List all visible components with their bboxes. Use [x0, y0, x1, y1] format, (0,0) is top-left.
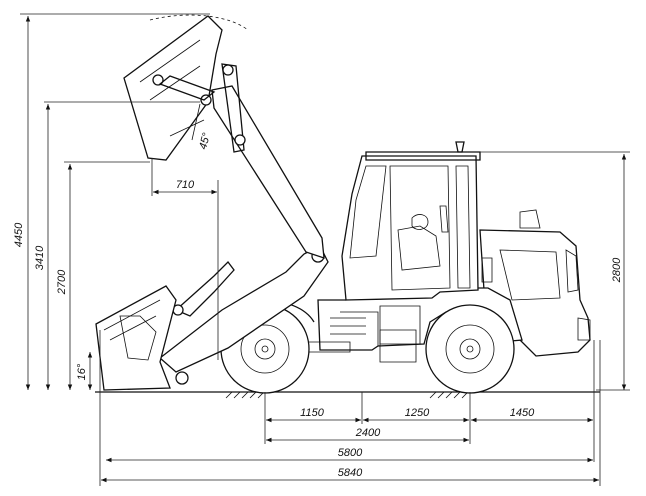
- dim-extension-lines: [99, 330, 601, 486]
- dim-label-2800: 2800: [611, 257, 623, 283]
- dim-height-dump: 2700: [56, 161, 150, 390]
- dim-label-710: 710: [176, 179, 195, 191]
- dim-label-5840: 5840: [338, 467, 363, 479]
- dim-rear-overhang: 1450: [471, 407, 593, 423]
- dim-reach-dump: 710: [151, 158, 219, 360]
- dim-label-5800: 5800: [338, 447, 363, 459]
- dim-angle-rollback: 16°: [76, 352, 93, 390]
- dim-length-total: 5840: [101, 467, 599, 483]
- rear-wheel: [425, 304, 515, 394]
- dim-height-cab: 2800: [480, 151, 630, 391]
- dim-label-1150: 1150: [300, 407, 325, 419]
- loader-arm-raised: [211, 63, 325, 259]
- dim-label-4450: 4450: [13, 222, 25, 247]
- bucket-raised: [123, 15, 223, 161]
- bucket-lowered: [95, 285, 177, 391]
- dim-wheelbase: 2400: [266, 427, 469, 443]
- ground-line: [95, 391, 600, 399]
- dim-label-1450: 1450: [510, 407, 535, 419]
- dim-hinge-to-rear: 1250: [363, 407, 469, 423]
- dump-angle-lines: [169, 103, 205, 141]
- dim-label-16: 16°: [76, 363, 88, 380]
- dim-label-1250: 1250: [405, 407, 430, 419]
- dim-front-to-hinge: 1150: [266, 407, 361, 423]
- dim-height-hinge: 3410: [34, 101, 200, 390]
- dim-length-body: 5800: [106, 447, 593, 463]
- dim-label-45: 45°: [197, 131, 213, 151]
- dim-label-2400: 2400: [355, 427, 381, 439]
- dim-label-2700: 2700: [56, 269, 68, 295]
- dim-label-3410: 3410: [34, 245, 46, 270]
- dim-height-total: 4450: [13, 13, 210, 390]
- cab: [341, 141, 481, 301]
- arm-swing-arc: [149, 14, 249, 31]
